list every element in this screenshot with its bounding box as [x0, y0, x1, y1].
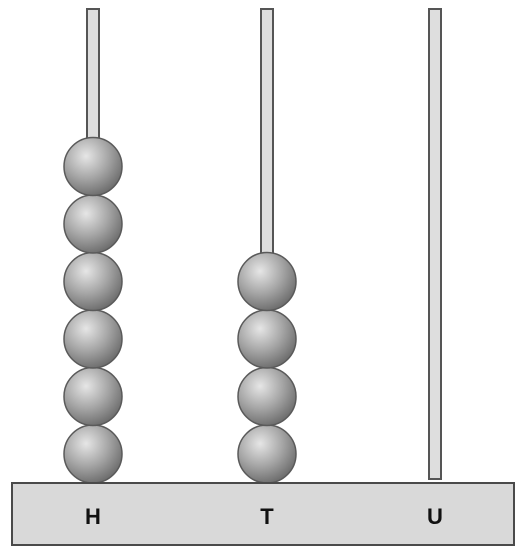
bead-hundreds [63, 366, 123, 427]
rod-units [428, 8, 442, 480]
bead-hundreds [63, 194, 123, 254]
beads-group [63, 136, 297, 484]
label-units: U [427, 504, 443, 529]
bead-tens [237, 309, 297, 369]
abacus-base [11, 482, 515, 546]
label-tens: T [260, 504, 274, 529]
bead-hundreds [63, 251, 123, 312]
bead-tens [237, 251, 297, 312]
bead-hundreds [63, 136, 123, 197]
bead-hundreds [63, 424, 123, 484]
label-hundreds: H [85, 504, 101, 529]
bead-tens [237, 366, 297, 427]
bead-hundreds [63, 309, 123, 369]
bead-tens [237, 424, 297, 484]
